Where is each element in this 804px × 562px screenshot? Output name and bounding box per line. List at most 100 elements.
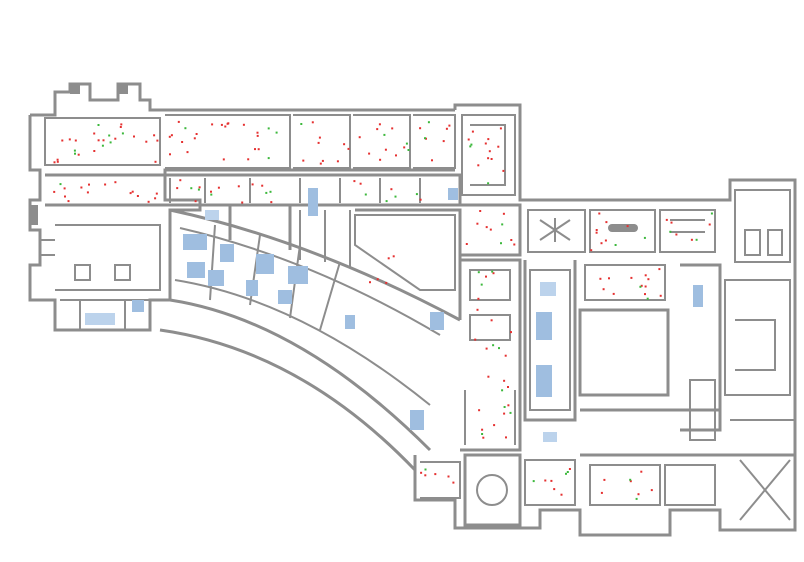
- red-dot-marker: [63, 187, 66, 190]
- green-dot-marker: [210, 193, 213, 196]
- red-dot-marker: [261, 184, 264, 187]
- red-dot-marker: [385, 281, 388, 284]
- red-dot-marker: [61, 139, 64, 142]
- green-dot-marker: [190, 187, 193, 190]
- red-dot-marker: [176, 187, 179, 190]
- red-dot-marker: [493, 424, 496, 427]
- green-dot-marker: [265, 191, 268, 194]
- red-dot-marker: [131, 190, 134, 193]
- green-dot-marker: [73, 149, 76, 152]
- red-dot-marker: [68, 138, 71, 141]
- red-dot-marker: [650, 489, 653, 492]
- red-dot-marker: [445, 127, 448, 130]
- red-dot-marker: [154, 160, 157, 163]
- red-dot-marker: [644, 274, 647, 277]
- red-dot-marker: [358, 136, 361, 139]
- green-dot-marker: [477, 271, 480, 274]
- red-dot-marker: [513, 243, 516, 246]
- red-dot-marker: [53, 190, 56, 193]
- red-dot-marker: [471, 130, 474, 133]
- red-dot-marker: [247, 158, 250, 161]
- green-dot-marker: [532, 480, 535, 483]
- red-dot-marker: [114, 137, 117, 140]
- green-dot-marker: [415, 193, 418, 196]
- green-dot-marker: [487, 182, 490, 185]
- green-dot-marker: [480, 283, 483, 286]
- red-dot-marker: [64, 195, 66, 198]
- red-dot-marker: [640, 470, 643, 473]
- red-dot-marker: [419, 127, 422, 130]
- red-dot-marker: [502, 169, 505, 172]
- red-dot-marker: [56, 160, 59, 163]
- red-dot-marker: [156, 139, 159, 142]
- red-dot-marker: [237, 185, 240, 188]
- green-dot-marker: [108, 134, 111, 137]
- red-dot-marker: [467, 138, 470, 141]
- red-dot-marker: [387, 257, 390, 260]
- red-dot-marker: [155, 192, 158, 195]
- red-dot-marker: [256, 134, 259, 137]
- green-dot-marker: [383, 133, 386, 136]
- red-dot-marker: [343, 143, 346, 146]
- red-dot-marker: [384, 148, 387, 151]
- east-block: [413, 103, 797, 537]
- red-dot-marker: [419, 198, 422, 201]
- green-dot-marker: [669, 230, 672, 233]
- red-dot-marker: [485, 347, 488, 350]
- green-dot-marker: [109, 141, 112, 144]
- red-dot-marker: [194, 200, 197, 203]
- red-dot-marker: [153, 134, 156, 137]
- red-dot-marker: [612, 292, 615, 295]
- red-dot-marker: [510, 239, 513, 241]
- green-dot-marker: [121, 132, 124, 135]
- red-dot-marker: [120, 123, 123, 126]
- red-dot-marker: [599, 277, 602, 280]
- green-dot-marker: [275, 131, 278, 134]
- red-dot-marker: [476, 222, 479, 225]
- red-dot-marker: [368, 152, 371, 155]
- red-dot-marker: [56, 158, 59, 161]
- green-dot-marker: [197, 188, 200, 191]
- green-dot-marker: [614, 244, 617, 246]
- red-dot-marker: [311, 121, 314, 124]
- red-dot-marker: [317, 141, 320, 144]
- red-dot-marker: [376, 128, 379, 131]
- red-dot-marker: [507, 404, 510, 407]
- green-dot-marker: [565, 472, 567, 475]
- curved-gallery-wing: [159, 205, 462, 472]
- red-dot-marker: [670, 221, 673, 224]
- red-dot-marker: [147, 200, 150, 203]
- red-dot-marker: [198, 186, 201, 189]
- red-dot-marker: [133, 135, 135, 138]
- green-dot-marker: [427, 121, 430, 124]
- green-dot-marker: [491, 270, 494, 273]
- red-dot-marker: [477, 164, 480, 167]
- green-dot-marker: [629, 478, 632, 481]
- red-dot-marker: [499, 127, 502, 130]
- green-dot-marker: [501, 223, 504, 226]
- red-dot-marker: [447, 475, 450, 478]
- red-dot-marker: [257, 148, 260, 151]
- red-dot-marker: [544, 479, 547, 482]
- red-dot-marker: [104, 183, 107, 186]
- red-dot-marker: [590, 249, 593, 252]
- red-dot-marker: [490, 319, 493, 322]
- red-dot-marker: [86, 191, 89, 194]
- red-dot-marker: [626, 225, 629, 228]
- red-dot-marker: [114, 181, 117, 184]
- red-dot-marker: [476, 308, 479, 311]
- red-dot-marker: [145, 140, 148, 143]
- red-dot-marker: [600, 242, 603, 245]
- green-dot-marker: [267, 127, 270, 130]
- green-dot-marker: [300, 123, 303, 125]
- red-dot-marker: [226, 122, 229, 125]
- red-dot-marker: [484, 142, 487, 145]
- green-dot-marker: [639, 285, 642, 288]
- green-dot-marker: [97, 124, 100, 126]
- green-dot-marker: [646, 297, 649, 300]
- red-dot-marker: [442, 140, 445, 143]
- red-dot-marker: [251, 183, 254, 186]
- red-dot-marker: [485, 275, 487, 278]
- red-dot-marker: [477, 297, 480, 300]
